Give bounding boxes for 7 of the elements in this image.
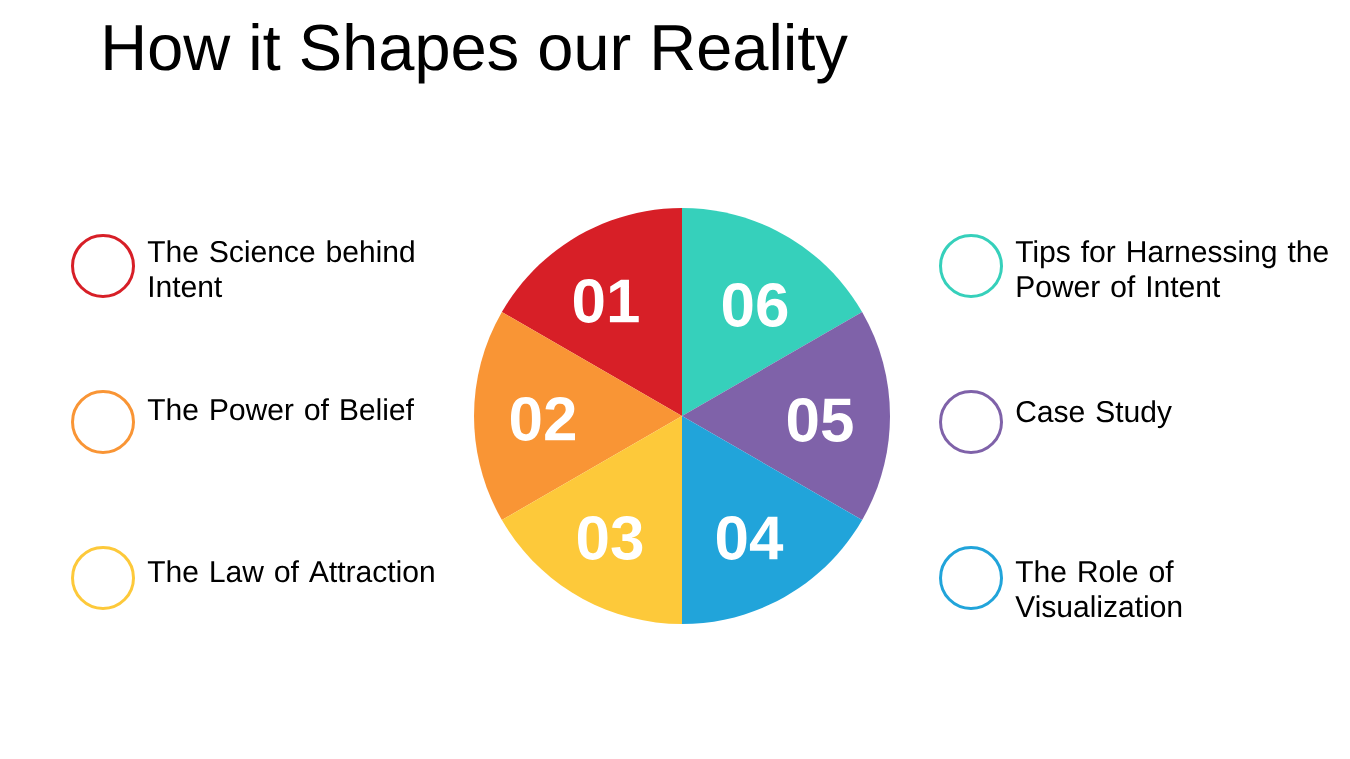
topic-label: The Science behind Intent — [147, 240, 414, 298]
topic-label: The Role of Visualization — [1015, 560, 1182, 618]
title: How it Shapes our Reality — [105, 22, 848, 84]
topic-label: The Power of Belief — [147, 398, 414, 421]
topic-label: Tips for Harnessing the Power of Intent — [1015, 240, 1328, 298]
topic-label: Case Study — [1016, 400, 1172, 429]
topic-label: The Law of Attraction — [147, 560, 434, 583]
